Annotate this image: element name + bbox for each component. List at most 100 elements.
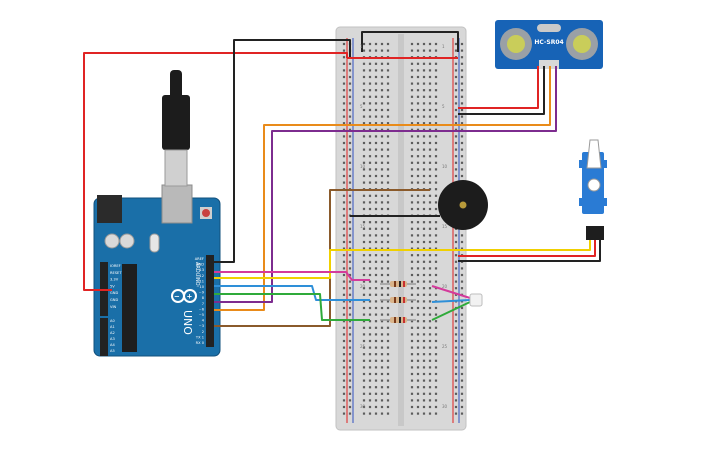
breadboard-hole [422,254,426,257]
breadboard-hole [342,161,346,164]
breadboard-hole [380,102,384,105]
breadboard-hole [410,306,414,310]
breadboard-hole [416,155,420,158]
breadboard-hole [460,353,464,356]
breadboard-hole [362,306,366,310]
breadboard-hole [380,293,384,296]
breadboard-hole [460,306,464,310]
breadboard-hole [454,254,458,257]
breadboard-hole [428,221,432,224]
breadboard-hole [342,49,346,52]
breadboard-hole [342,56,346,59]
breadboard-hole [434,62,438,65]
breadboard-hole [342,399,346,402]
breadboard-hole [428,62,432,65]
breadboard-hole [434,128,438,131]
breadboard-hole [342,260,346,263]
breadboard-hole [380,267,384,270]
breadboard-hole [342,122,346,125]
breadboard-hole [422,346,426,349]
breadboard-hole [368,49,372,52]
breadboard-hole [460,56,464,59]
breadboard-hole [416,128,420,131]
breadboard-hole [434,188,438,191]
breadboard-hole [348,102,352,105]
breadboard-hole [422,128,426,131]
breadboard-hole [374,227,378,230]
breadboard-hole [410,326,414,329]
breadboard-hole [380,168,384,171]
rgb-led[interactable] [469,293,483,307]
breadboard-hole [348,174,352,178]
breadboard-hole [342,405,346,409]
breadboard-hole [416,412,420,415]
breadboard-hole [348,320,352,323]
breadboard-hole [460,42,464,46]
breadboard-hole [428,379,432,382]
breadboard-hole [374,234,378,237]
breadboard-hole [434,207,438,211]
breadboard-hole [460,122,464,125]
resistor[interactable] [380,281,416,287]
resistor[interactable] [380,297,416,303]
breadboard-hole [454,293,458,296]
breadboard-hole [380,201,384,204]
power-rail-line [352,38,354,423]
breadboard-hole [362,49,366,52]
breadboard-column-number: 10 [442,164,448,169]
breadboard[interactable] [335,26,467,431]
breadboard-hole [434,148,438,151]
breadboard-hole [410,300,414,303]
breadboard-hole [348,366,352,369]
breadboard-hole [380,62,384,65]
buzzer-hole [459,201,467,209]
breadboard-hole [342,300,346,303]
piezo-buzzer[interactable] [438,180,488,230]
breadboard-hole [460,287,464,290]
wire-rgb-red-leg [431,285,471,299]
breadboard-hole [422,273,426,277]
breadboard-hole [410,148,414,151]
breadboard-hole [428,155,432,158]
breadboard-hole [416,115,420,118]
breadboard-hole [348,141,352,145]
arduino-uno[interactable]: − + ARDUINO UNO IOREFRESET3.3V5VGNDGNDVI… [93,184,221,357]
usb-port [161,184,193,224]
breadboard-hole [348,300,352,303]
breadboard-hole [368,359,372,362]
breadboard-hole [460,240,464,244]
pin-label: IOREF [110,264,121,268]
breadboard-hole [416,42,420,46]
breadboard-hole [362,287,366,290]
servo-motor[interactable] [579,139,607,240]
breadboard-hole [434,115,438,118]
breadboard-hole [380,75,384,79]
breadboard-hole [380,405,384,409]
breadboard-hole [410,221,414,224]
breadboard-hole [362,280,366,283]
breadboard-hole [460,346,464,349]
breadboard-hole [348,412,352,415]
breadboard-hole [348,306,352,310]
ultrasonic-sensor[interactable]: HC-SR04 [495,20,603,69]
breadboard-hole [348,353,352,356]
breadboard-hole [434,42,438,46]
breadboard-hole [428,102,432,105]
resistor[interactable] [380,317,416,323]
breadboard-hole [374,280,378,283]
breadboard-hole [368,227,372,230]
breadboard-hole [362,69,366,72]
breadboard-hole [428,293,432,296]
breadboard-hole [422,287,426,290]
breadboard-hole [410,313,414,316]
breadboard-hole [428,128,432,131]
breadboard-hole [362,339,366,343]
breadboard-hole [380,148,384,151]
breadboard-hole [416,201,420,204]
breadboard-hole [410,412,414,415]
breadboard-hole [380,49,384,52]
breadboard-hole [342,42,346,46]
breadboard-hole [374,366,378,369]
breadboard-hole [416,306,420,310]
breadboard-hole [416,379,420,382]
